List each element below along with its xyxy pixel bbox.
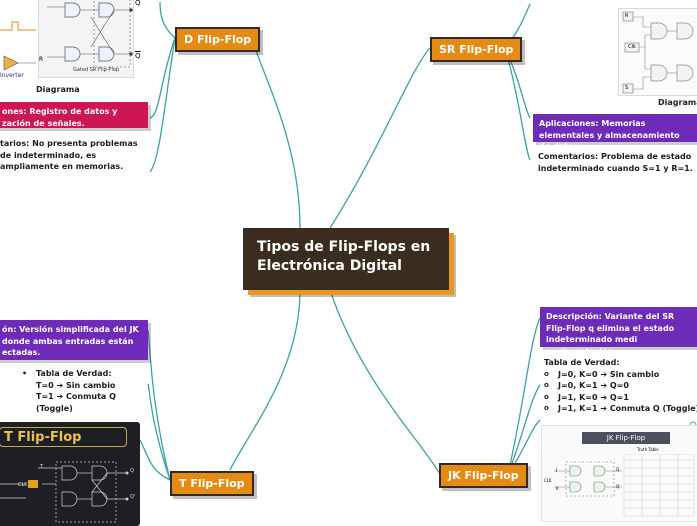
t-description-text: ón: Versión simplificada del JK donde am… <box>2 325 139 357</box>
t-flip-flop-circuit <box>0 461 129 523</box>
diagram-r-label: R <box>39 56 44 63</box>
jk-image-title: JK Flip-Flop <box>582 432 670 444</box>
jk-description-text: Descripción: Variante del SR Flip-Flop q… <box>546 312 675 356</box>
topic-label: D Flip-Flop <box>184 33 252 46</box>
t-truth-row: T=1 ➔ Conmuta Q (Toggle) <box>36 392 116 413</box>
topic-label: JK Flip-Flop <box>448 469 519 482</box>
jk-truth-row: J=1, K=1 ➔ Conmuta Q (Toggle) <box>544 403 697 415</box>
t-truth-table-title: Tabla de Verdad: <box>22 368 152 380</box>
jk-image-qbar-label: Q' <box>616 484 621 489</box>
topic-t-flip-flop[interactable]: T Flip-Flop <box>170 471 254 496</box>
t-image-q-label: Q <box>130 468 134 474</box>
jk-image-clk-label: CLK <box>544 478 552 483</box>
t-description[interactable]: ón: Versión simplificada del JK donde am… <box>0 320 148 360</box>
sr-comments: Comentarios: Problema de estado indeterm… <box>538 152 693 173</box>
sr-flip-flop-diagram: R Clk S <box>618 8 697 96</box>
diagram-q-bar-label: Q <box>135 52 141 60</box>
sr-s-label: S <box>625 85 629 91</box>
d-comments: tarios: No presenta problemas de indeter… <box>0 139 138 171</box>
topic-sr-flip-flop[interactable]: SR Flip-Flop <box>430 37 523 62</box>
diagram-q-label: Q <box>135 0 141 7</box>
sr-diagram-caption: Diagrama <box>658 98 697 107</box>
jk-truth-table: Tabla de Verdad: J=0, K=0 ➔ Sin cambio J… <box>544 357 697 415</box>
topic-label: T Flip-Flop <box>179 477 245 490</box>
central-topic-label: Tipos de Flip-Flops en Electrónica Digit… <box>257 239 431 274</box>
d-applications[interactable]: ones: Registro de datos y zación de seña… <box>0 102 148 128</box>
t-image-clk-label: CLK <box>18 482 28 488</box>
topic-d-flip-flop[interactable]: D Flip-Flop <box>175 27 261 52</box>
inverter-label: Inverter <box>0 72 24 79</box>
jk-truth-row: J=0, K=0 ➔ Sin cambio <box>544 369 697 381</box>
jk-truth-table-title: Tabla de Verdad: <box>544 358 620 367</box>
t-image-title: T Flip-Flop <box>0 427 127 447</box>
jk-description[interactable]: Descripción: Variante del SR Flip-Flop q… <box>540 307 697 356</box>
t-image-t-label: T <box>40 464 44 470</box>
jk-flip-flop-image: JK Flip-Flop Truth Table J CLK K Q Q' <box>541 425 697 522</box>
jk-image-k-label: K <box>556 486 559 491</box>
t-flip-flop-image: T Flip-Flop T CLK Q Q' <box>0 422 140 526</box>
t-image-qbar-label: Q' <box>130 494 136 500</box>
topic-label: SR Flip-Flop <box>439 43 514 56</box>
sr-flip-flop-circuit <box>622 11 694 94</box>
d-flip-flop-diagram: Q Q R Gated SR Flip-Flop <box>38 0 141 78</box>
d-diagram-caption: Diagrama <box>36 85 80 94</box>
jk-truth-row: J=1, K=0 ➔ Q=1 <box>544 392 697 404</box>
jk-image-subtitle: Truth Table <box>637 447 659 452</box>
sr-applications[interactable]: Aplicaciones: Memorias elementales y alm… <box>533 114 697 151</box>
d-applications-text: ones: Registro de datos y zación de seña… <box>2 107 118 128</box>
jk-image-q-label: Q <box>616 467 620 472</box>
t-truth-table: Tabla de Verdad: T=0 ➔ Sin cambio T=1 ➔ … <box>22 368 152 414</box>
d-flip-flop-circuit <box>47 0 133 68</box>
sr-applications-text: Aplicaciones: Memorias elementales y alm… <box>539 119 680 151</box>
central-topic[interactable]: Tipos de Flip-Flops en Electrónica Digit… <box>243 228 449 290</box>
fold-indicator <box>689 421 697 426</box>
d-clock-waveform <box>0 21 36 71</box>
diagram-gated-label: Gated SR Flip-Flop <box>73 67 120 73</box>
sr-clk-label: Clk <box>628 44 636 50</box>
topic-jk-flip-flop[interactable]: JK Flip-Flop <box>439 463 528 488</box>
jk-truth-row: J=0, K=1 ➔ Q=0 <box>544 380 697 392</box>
jk-image-j-label: J <box>556 467 558 472</box>
sr-r-label: R <box>625 13 629 19</box>
jk-flip-flop-circuit <box>554 454 695 517</box>
t-truth-row: T=0 ➔ Sin cambio <box>36 380 116 390</box>
